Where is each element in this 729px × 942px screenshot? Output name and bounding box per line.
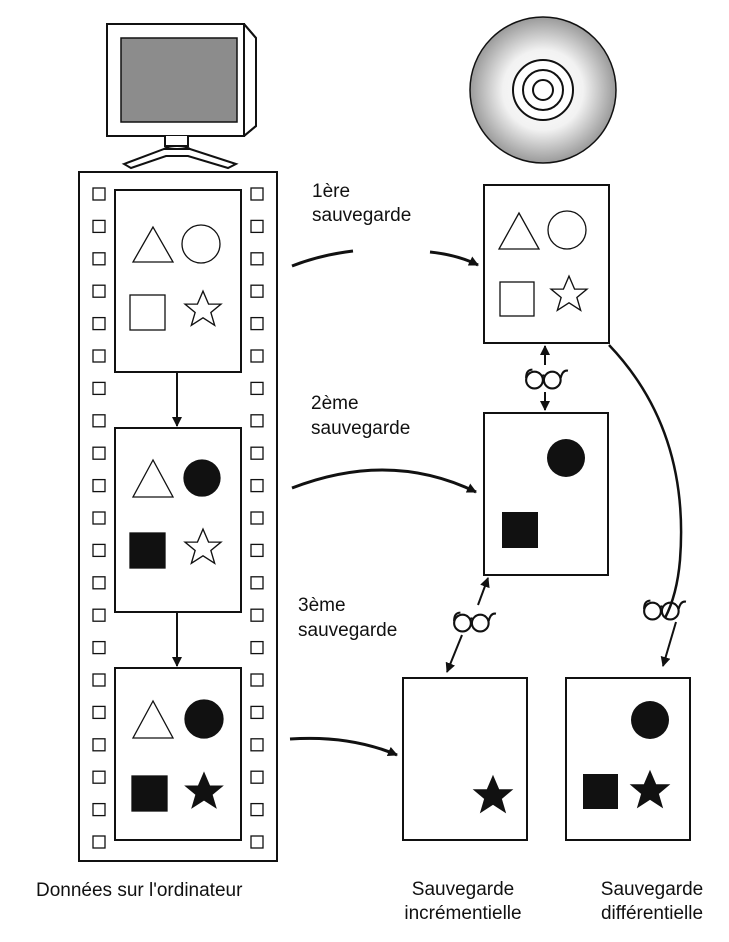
square-shape — [129, 532, 166, 569]
sprocket-hole — [250, 738, 264, 752]
incremental-backup-frame — [402, 677, 528, 841]
sprocket-hole — [250, 608, 264, 622]
sprocket-hole — [92, 835, 106, 849]
glasses-icon — [643, 599, 687, 621]
sprocket-hole — [250, 673, 264, 687]
compare-arrow-3-up — [477, 577, 490, 606]
triangle-shape — [131, 225, 175, 263]
incremental-label-line1: Sauvegarde — [411, 879, 515, 900]
sprocket-hole — [250, 770, 264, 784]
square-shape — [583, 774, 618, 809]
glasses-icon — [525, 368, 569, 390]
backup-arrow-2 — [291, 468, 477, 494]
sprocket-hole — [250, 511, 264, 525]
sprocket-hole — [250, 219, 264, 234]
sprocket-hole — [92, 802, 106, 817]
sprocket-hole — [92, 381, 106, 396]
triangle-shape — [131, 699, 175, 739]
sprocket-hole — [92, 446, 106, 460]
sprocket-hole — [92, 543, 106, 558]
step1-label-line1: 1ère — [312, 181, 351, 202]
backup-arrow-1-head — [429, 250, 479, 267]
sprocket-hole — [92, 478, 106, 493]
sprocket-hole — [250, 187, 264, 201]
computer-frame-2 — [114, 427, 242, 613]
backup-frame-2 — [483, 412, 609, 576]
cd-disc-icon — [469, 16, 617, 164]
computer-frame-3 — [114, 667, 242, 841]
sprocket-hole — [250, 802, 264, 817]
sprocket-hole — [92, 316, 106, 331]
incremental-label-line2: incrémentielle — [404, 903, 522, 924]
glasses-icon — [453, 611, 497, 633]
monitor-icon — [106, 23, 257, 170]
sprocket-hole — [92, 608, 106, 622]
sprocket-hole — [92, 640, 106, 655]
square-shape — [502, 512, 538, 548]
sprocket-hole — [250, 446, 264, 460]
sprocket-hole — [92, 576, 106, 590]
sprocket-hole — [250, 284, 264, 298]
sprocket-hole — [92, 187, 106, 201]
sprocket-hole — [92, 770, 106, 784]
differential-label-line2: différentielle — [600, 903, 704, 924]
sprocket-hole — [250, 316, 264, 331]
sprocket-hole — [250, 478, 264, 493]
circle-shape — [181, 224, 221, 264]
triangle-shape — [497, 211, 541, 250]
sprocket-hole — [92, 349, 106, 363]
backup-arrow-1-tail — [291, 249, 354, 268]
square-shape — [499, 281, 535, 317]
circle-shape — [631, 701, 669, 739]
triangle-shape — [131, 458, 175, 498]
sprocket-hole — [250, 705, 264, 720]
sprocket-hole — [92, 705, 106, 720]
step3-label-line1: 3ème — [298, 595, 346, 616]
sprocket-hole — [250, 640, 264, 655]
step1-label-line2: sauvegarde — [312, 205, 412, 226]
circle-shape — [547, 210, 587, 250]
differential-curve — [608, 344, 683, 619]
sprocket-hole — [250, 414, 264, 428]
sprocket-hole — [250, 381, 264, 396]
computer-frame-1 — [114, 189, 242, 373]
differential-arrow-down — [660, 621, 677, 667]
sprocket-hole — [92, 219, 106, 234]
square-shape — [131, 775, 168, 812]
differential-backup-frame — [565, 677, 691, 841]
sprocket-hole — [250, 835, 264, 849]
sprocket-hole — [92, 738, 106, 752]
differential-label-line1: Sauvegarde — [600, 879, 704, 900]
square-shape — [129, 294, 166, 331]
circle-shape — [183, 459, 221, 497]
sprocket-hole — [250, 349, 264, 363]
circle-shape — [547, 439, 585, 477]
backup-arrow-3 — [289, 736, 398, 757]
sprocket-hole — [92, 252, 106, 266]
sprocket-hole — [250, 252, 264, 266]
sprocket-hole — [92, 511, 106, 525]
backup-frame-1 — [483, 184, 610, 344]
computer-data-label: Données sur l'ordinateur — [36, 880, 243, 901]
step2-label-line2: sauvegarde — [311, 418, 411, 439]
compare-arrow-3-down — [445, 634, 463, 673]
sprocket-hole — [92, 673, 106, 687]
sprocket-hole — [250, 543, 264, 558]
sprocket-hole — [92, 284, 106, 298]
step2-label-line1: 2ème — [311, 393, 359, 414]
sprocket-hole — [250, 576, 264, 590]
sprocket-hole — [92, 414, 106, 428]
step3-label-line2: sauvegarde — [298, 620, 398, 641]
circle-shape — [184, 699, 224, 739]
